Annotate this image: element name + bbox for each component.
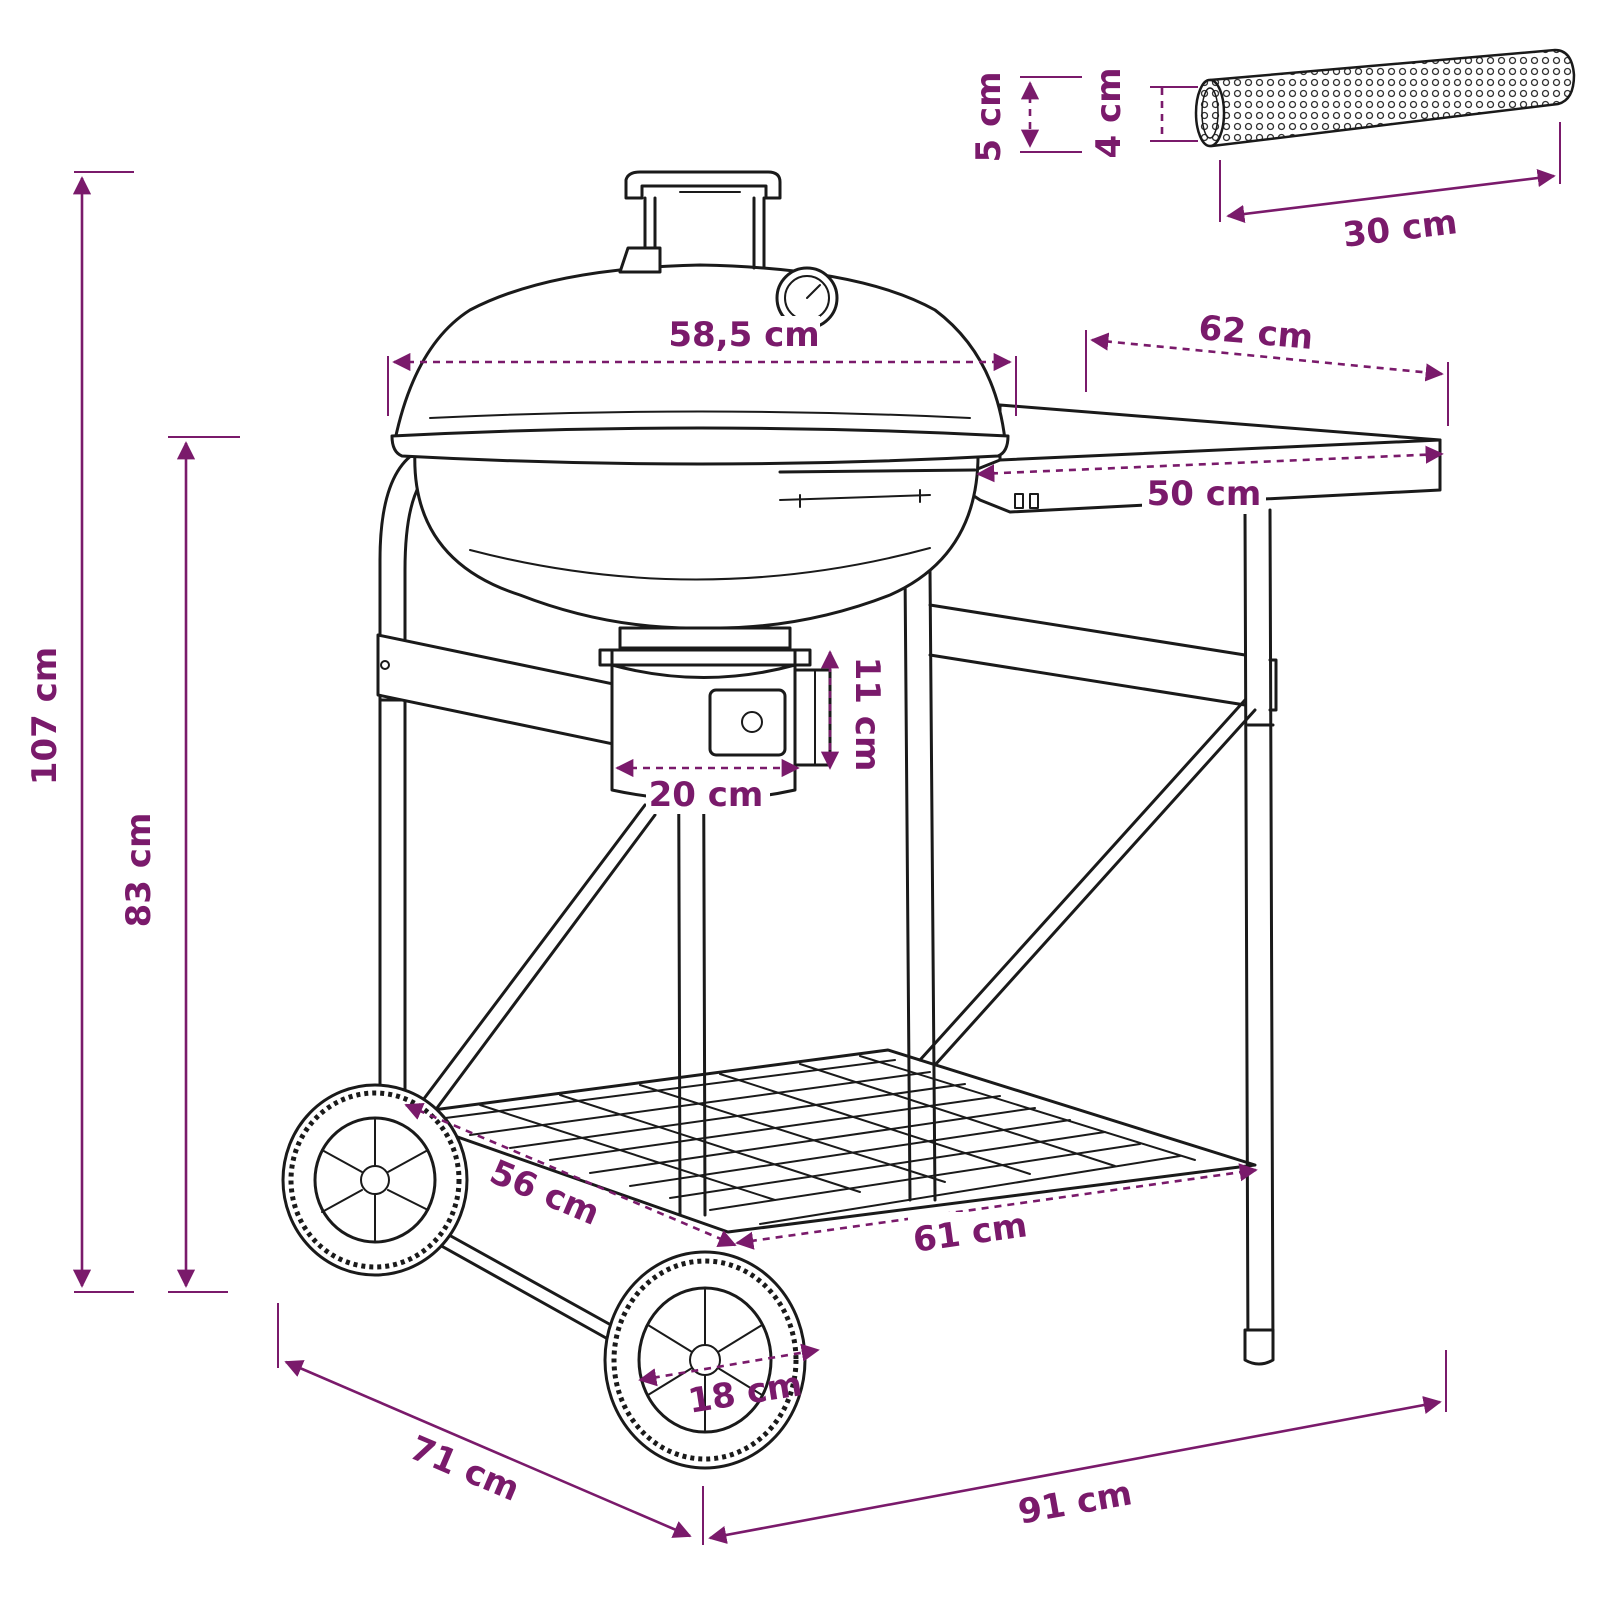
- right-frame: [903, 508, 1278, 1366]
- lid-handle: [618, 170, 782, 274]
- tube-inner-diameter-label: 4 cm: [1089, 67, 1129, 158]
- grill-illustration: [281, 170, 1442, 1470]
- ash-catcher-height-label: 11 cm: [847, 657, 887, 772]
- tube-length-label: 30 cm: [1341, 202, 1460, 256]
- total-height-label: 107 cm: [25, 647, 65, 785]
- shelf-width-label: 62 cm: [1197, 308, 1315, 358]
- lower-rack-depth-label: 56 cm: [484, 1152, 605, 1234]
- bowl-diameter-label: 58,5 cm: [668, 315, 819, 355]
- tube-outer-diameter-label: 5 cm: [969, 71, 1009, 162]
- smoker-tube: [1194, 48, 1576, 148]
- total-width-label: 91 cm: [1015, 1473, 1135, 1532]
- shelf-depth-label: 50 cm: [1147, 474, 1262, 514]
- lid-thermometer: [775, 266, 839, 330]
- dimension-lines: [72, 76, 1561, 1545]
- grill-bowl: [413, 448, 980, 650]
- bowl-bracket: [778, 468, 977, 508]
- ash-catcher-width-label: 20 cm: [649, 775, 764, 815]
- work-height-label: 83 cm: [119, 813, 159, 928]
- total-depth-label: 71 cm: [404, 1428, 525, 1510]
- grill-lid: [390, 263, 1010, 466]
